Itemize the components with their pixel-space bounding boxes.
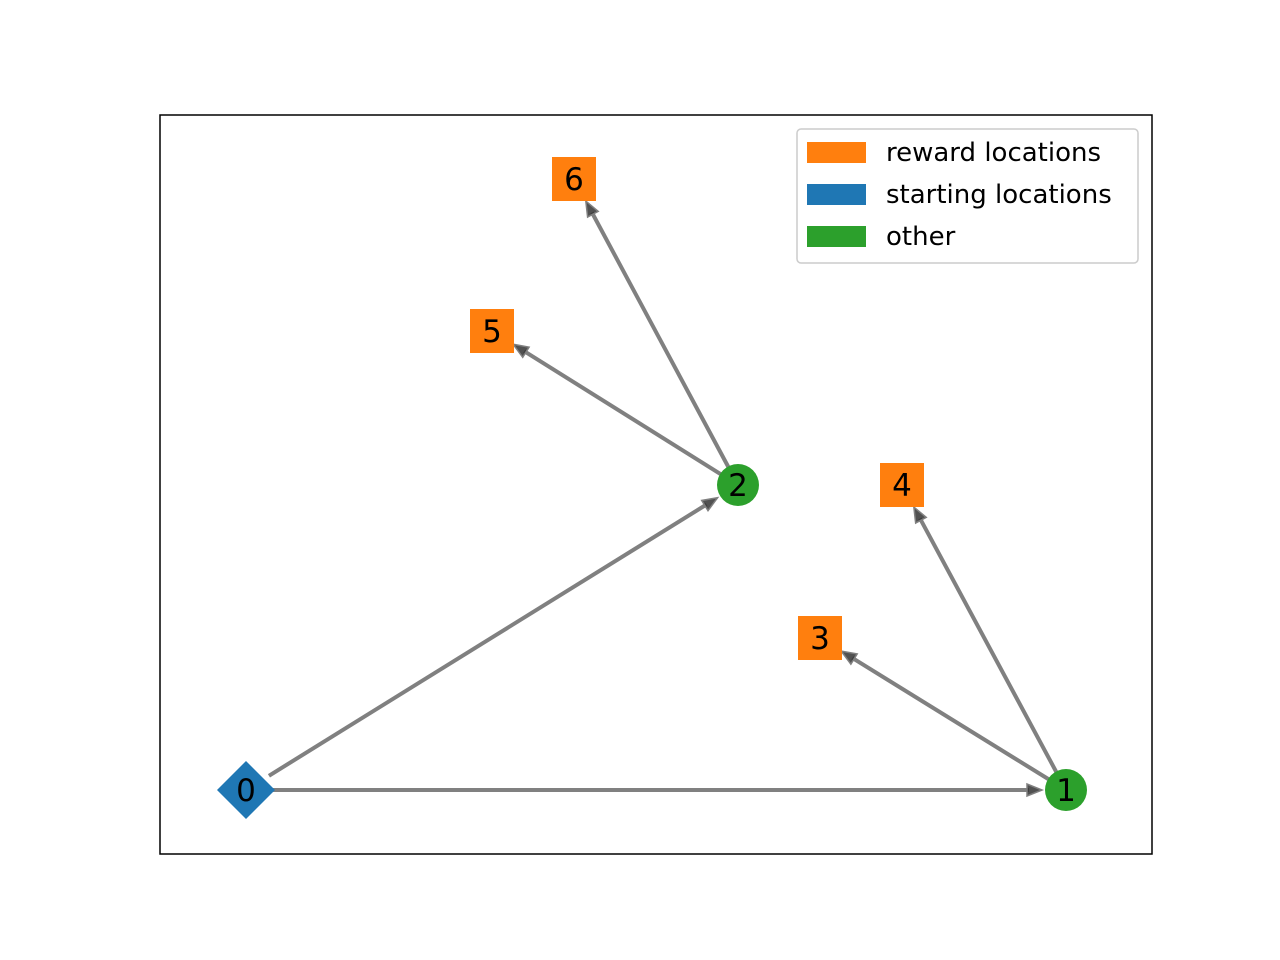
legend-box: [796, 128, 1139, 264]
legend-label-reward: reward locations: [886, 138, 1101, 168]
node-label: 3: [810, 621, 830, 657]
node-6: 6: [552, 157, 596, 201]
edges-layer: [267, 199, 1059, 798]
node-0: 0: [217, 761, 275, 819]
edge-2-5: [511, 343, 723, 477]
node-square: [880, 463, 924, 507]
edge-arrowhead: [839, 650, 859, 666]
node-3: 3: [798, 616, 842, 660]
node-diamond: [217, 761, 275, 819]
node-label: 2: [728, 468, 748, 504]
edge-line: [851, 656, 1051, 782]
edge-0-1: [273, 782, 1045, 798]
node-5: 5: [470, 309, 514, 353]
node-4: 4: [880, 463, 924, 507]
nodes-layer: 0 1 2 3 4 5 6: [217, 157, 1087, 819]
axes-frame: [159, 114, 1153, 855]
node-label: 4: [892, 468, 912, 504]
node-label: 0: [236, 773, 256, 809]
edge-arrowhead: [1026, 782, 1045, 798]
legend-swatch-start: [807, 184, 866, 205]
node-1: 1: [1045, 769, 1087, 811]
legend-swatch-other: [807, 226, 866, 247]
legend-label-other: other: [886, 222, 956, 252]
node-square: [552, 157, 596, 201]
edge-line: [590, 211, 731, 470]
edge-arrowhead: [700, 496, 720, 512]
node-label: 1: [1056, 773, 1076, 809]
legend-swatch-reward: [807, 142, 866, 163]
edge-line: [918, 517, 1059, 775]
node-square: [470, 309, 514, 353]
node-circle: [1045, 769, 1087, 811]
node-label: 6: [564, 162, 584, 198]
edge-0-2: [267, 496, 720, 778]
node-circle: [717, 464, 759, 506]
node-2: 2: [717, 464, 759, 506]
node-square: [798, 616, 842, 660]
edge-line: [523, 349, 723, 477]
edge-1-4: [912, 505, 1059, 775]
edge-1-3: [839, 650, 1051, 782]
edge-2-6: [584, 199, 731, 470]
legend: reward locations starting locations othe…: [796, 128, 1139, 264]
edge-line: [267, 502, 708, 778]
edge-arrowhead: [511, 343, 531, 359]
edge-arrowhead: [584, 199, 600, 219]
edge-arrowhead: [912, 505, 928, 525]
legend-label-start: starting locations: [886, 180, 1112, 210]
node-label: 5: [482, 314, 502, 350]
